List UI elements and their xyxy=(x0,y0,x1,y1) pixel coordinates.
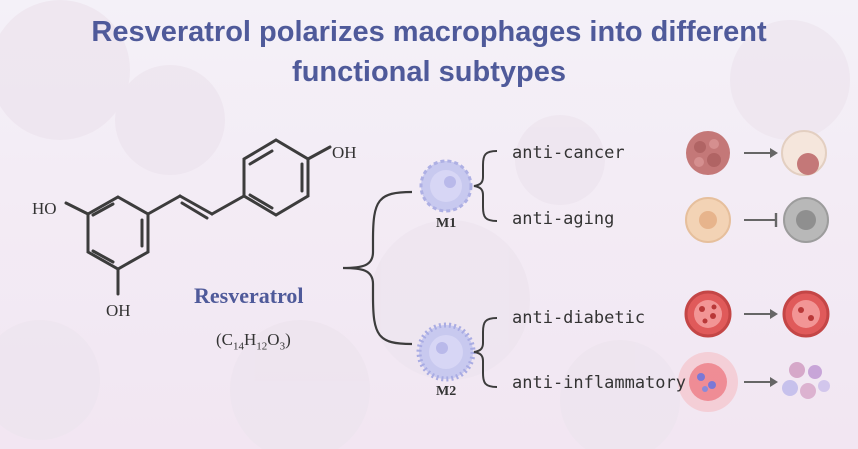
arrow-icon xyxy=(744,148,778,158)
recovered-cell-icon xyxy=(782,290,830,338)
senescent-cell-icon xyxy=(783,197,829,243)
function-anti-aging: anti-aging xyxy=(512,209,615,229)
cancer-cell-icon xyxy=(686,131,730,175)
compound-name: Resveratrol xyxy=(194,283,304,308)
m2-macrophage-icon xyxy=(416,322,476,382)
main-brace xyxy=(342,190,413,346)
hydroxyl-label-top: OH xyxy=(332,143,357,162)
hydroxyl-label-left: HO xyxy=(32,199,57,218)
function-anti-cancer: anti-cancer xyxy=(512,143,625,163)
diabetic-cell-icon xyxy=(684,290,732,338)
m1-macrophage-icon xyxy=(419,159,473,213)
arrow-icon xyxy=(744,377,778,387)
resveratrol-structure xyxy=(64,138,332,296)
young-cell-icon xyxy=(685,197,731,243)
arrow-icon xyxy=(744,309,778,319)
resolved-cells-icon xyxy=(782,362,830,399)
m2-label: M2 xyxy=(436,384,457,399)
chemical-formula: (C14H12O3) xyxy=(216,330,291,353)
hydroxyl-label-bottom: OH xyxy=(106,301,131,320)
function-anti-diabetic: anti-diabetic xyxy=(512,308,646,328)
m1-brace xyxy=(473,150,498,222)
function-anti-inflammatory: anti-inflammatory xyxy=(512,373,686,393)
dying-cancer-cell-icon xyxy=(781,130,827,176)
inflamed-cell-icon xyxy=(678,352,738,412)
m1-label: M1 xyxy=(436,216,457,231)
title-line-1: Resveratrol polarizes macrophages into d… xyxy=(91,16,767,48)
m2-brace xyxy=(473,317,498,388)
inhibit-arrow-icon xyxy=(744,213,778,227)
figure-title: Resveratrol polarizes macrophages into d… xyxy=(0,12,858,92)
title-line-2: functional subtypes xyxy=(292,56,566,88)
